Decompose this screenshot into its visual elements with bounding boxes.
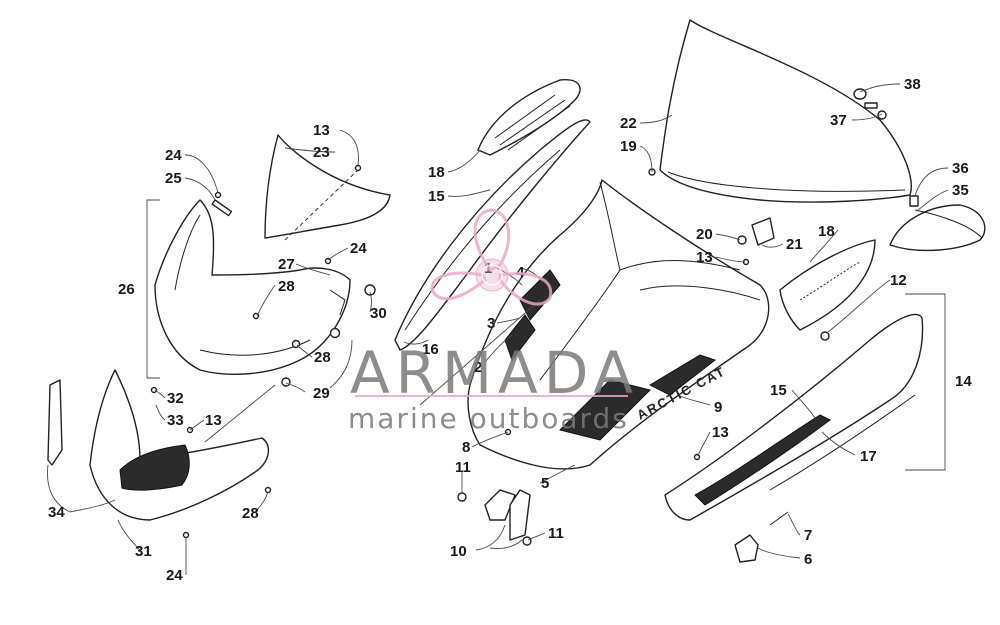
callout-19: 19 [620,138,637,155]
bracket-part-6 [734,534,759,563]
callout-36: 36 [952,160,969,177]
leader-lines [47,83,949,575]
callout-31: 31 [135,543,152,560]
callout-24-upper: 24 [165,147,182,164]
callout-13-panel: 13 [712,424,729,441]
lower-bumper-part [47,369,269,521]
fastener-dots [150,164,830,539]
watermark: ARMADA marine outboards [348,208,633,435]
callout-18-top: 18 [428,164,445,181]
callout-18-right: 18 [818,223,835,240]
upper-fairing-part [264,134,391,241]
callout-10: 10 [450,543,467,560]
callout-37: 37 [830,112,847,129]
callout-35: 35 [952,182,969,199]
callout-28-nose: 28 [278,278,295,295]
fastener-part-37-38 [853,88,887,120]
propeller-logo-icon [430,208,553,306]
callout-30: 30 [370,305,387,322]
callout-20: 20 [696,226,713,243]
watermark-tagline: marine outboards [348,402,629,435]
callout-28-center: 28 [314,349,331,366]
callout-32: 32 [167,390,184,407]
callout-12: 12 [890,272,907,289]
callout-16: 16 [422,341,439,358]
callout-3: 3 [487,315,495,332]
callout-5: 5 [541,475,549,492]
callout-25: 25 [165,170,182,187]
callout-38: 38 [904,76,921,93]
callout-23: 23 [313,144,330,161]
upper-vent-part [477,79,581,156]
callout-15-trim: 15 [428,188,445,205]
callout-6: 6 [804,551,812,568]
callout-13-bracket: 13 [696,249,713,266]
callout-2: 2 [474,359,482,376]
callout-21: 21 [786,236,803,253]
side-trim-strip-part [394,119,591,351]
callout-13-fairing: 13 [313,122,330,139]
callout-33: 33 [167,412,184,429]
windshield-part [659,19,912,203]
callout-24-center: 24 [350,240,367,257]
callout-26: 26 [118,281,135,298]
callout-13-bumper: 13 [205,412,222,429]
callout-9: 9 [714,399,722,416]
callout-8: 8 [462,439,470,456]
side-vent-panel-part [779,239,876,331]
bolt-part-7 [769,511,789,526]
callout-11-lower: 11 [548,525,564,542]
callout-27: 27 [278,256,295,273]
mirror-part [889,195,986,252]
callout-15-panel: 15 [770,382,787,399]
callout-17: 17 [860,448,877,465]
callout-11-upper: 11 [455,459,471,476]
callout-34: 34 [48,504,65,521]
callout-14: 14 [955,373,972,390]
callout-28-bumper: 28 [242,505,259,522]
mounting-bracket-part [457,489,532,546]
callout-labels: 1 2 3 4 5 6 7 8 9 10 11 11 12 13 13 13 1… [48,76,972,584]
callout-24-lower: 24 [166,567,183,584]
callout-7: 7 [804,527,812,544]
side-panel-part [664,313,924,521]
callout-29: 29 [313,385,330,402]
callout-22: 22 [620,115,637,132]
